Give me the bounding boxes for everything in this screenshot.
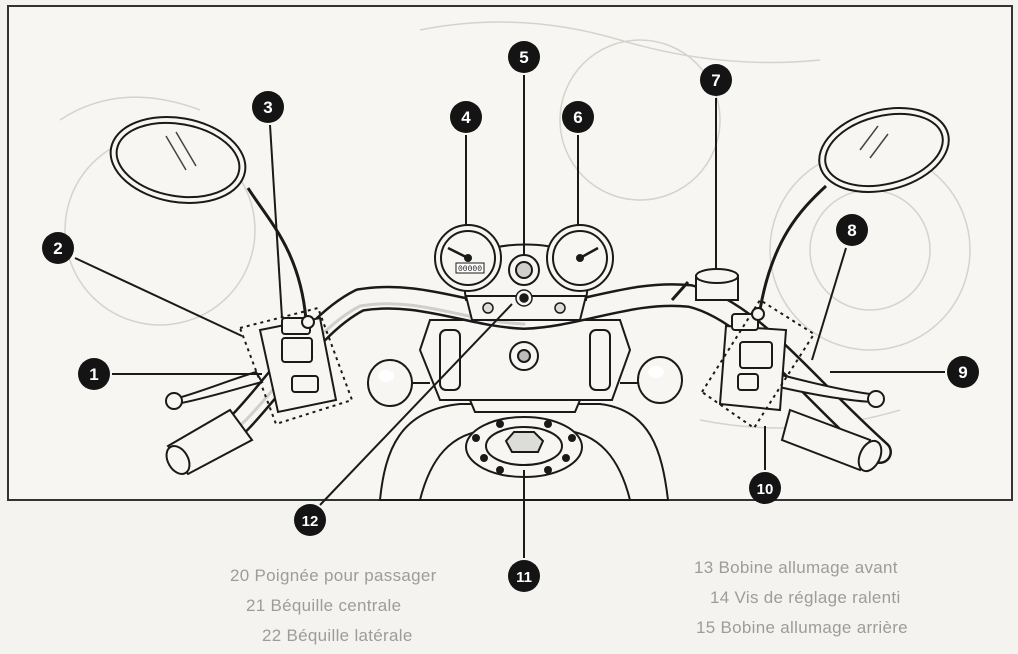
- callout-3-leader: [269, 124, 283, 319]
- bleed-text-left-3: 22 Béquille latérale: [262, 626, 413, 645]
- left-mirror: [109, 115, 315, 329]
- speedometer: 00000: [434, 224, 502, 292]
- callout-11-disc: [508, 560, 540, 592]
- callout-4: 4: [450, 101, 482, 133]
- right-switch-housing: [718, 313, 788, 412]
- callout-7-number: 7: [711, 71, 720, 90]
- odometer-readout: 00000: [458, 265, 482, 274]
- callout-12-leader: [319, 303, 513, 506]
- callout-5-disc: [508, 41, 540, 73]
- callout-8: 8: [836, 214, 868, 246]
- callout-5-number: 5: [519, 48, 528, 67]
- callout-8-disc: [836, 214, 868, 246]
- right-turn-signal: [620, 356, 683, 404]
- bleed-text-left-1: 20 Poignée pour passager: [230, 566, 437, 585]
- left-grip: [165, 408, 254, 476]
- bleed-text-right-3: 15 Bobine allumage arrière: [696, 618, 908, 637]
- callout-7: 7: [700, 64, 732, 96]
- callout-12: 12: [294, 504, 326, 536]
- bleed-text-left-2: 21 Béquille centrale: [246, 596, 402, 615]
- right-control-highlight: [700, 298, 816, 430]
- brake-fluid-reservoir: [670, 268, 739, 301]
- callout-6-disc: [562, 101, 594, 133]
- callout-2-leader: [74, 257, 243, 337]
- callout-3-disc: [252, 91, 284, 123]
- tachometer: [546, 224, 614, 292]
- callout-10-disc: [749, 472, 781, 504]
- fuel-cap: [465, 416, 583, 478]
- callout-5: 5: [508, 41, 540, 73]
- leader-lines: [74, 75, 945, 558]
- center-gauge: [508, 254, 540, 286]
- callout-7-disc: [700, 64, 732, 96]
- callout-1-number: 1: [89, 365, 98, 384]
- right-grip: [780, 408, 883, 473]
- callout-9: 9: [947, 356, 979, 388]
- indicator-lights: [482, 289, 566, 314]
- callout-3: 3: [252, 91, 284, 123]
- brake-lever: [764, 370, 885, 408]
- callout-4-number: 4: [461, 108, 471, 127]
- right-mirror: [751, 107, 950, 321]
- clutch-lever: [165, 370, 264, 410]
- callout-12-number: 12: [302, 513, 319, 530]
- callout-2: 2: [42, 232, 74, 264]
- callout-8-leader: [811, 247, 847, 361]
- callout-10: 10: [749, 472, 781, 504]
- bleed-text-right-1: 13 Bobine allumage avant: [694, 558, 898, 577]
- callout-2-disc: [42, 232, 74, 264]
- callout-8-number: 8: [847, 221, 856, 240]
- callout-11-number: 11: [516, 569, 532, 586]
- callout-4-disc: [450, 101, 482, 133]
- callout-6-number: 6: [573, 108, 582, 127]
- callout-2-number: 2: [53, 239, 62, 258]
- callout-3-number: 3: [263, 98, 272, 117]
- callout-1: 1: [78, 358, 110, 390]
- left-turn-signal: [367, 359, 430, 407]
- bleed-text-right-2: 14 Vis de réglage ralenti: [710, 588, 901, 607]
- callout-6: 6: [562, 101, 594, 133]
- callout-12-disc: [294, 504, 326, 536]
- callout-9-number: 9: [958, 363, 967, 382]
- callout-9-disc: [947, 356, 979, 388]
- callout-10-number: 10: [757, 481, 774, 498]
- callout-11: 11: [508, 560, 540, 592]
- callout-1-disc: [78, 358, 110, 390]
